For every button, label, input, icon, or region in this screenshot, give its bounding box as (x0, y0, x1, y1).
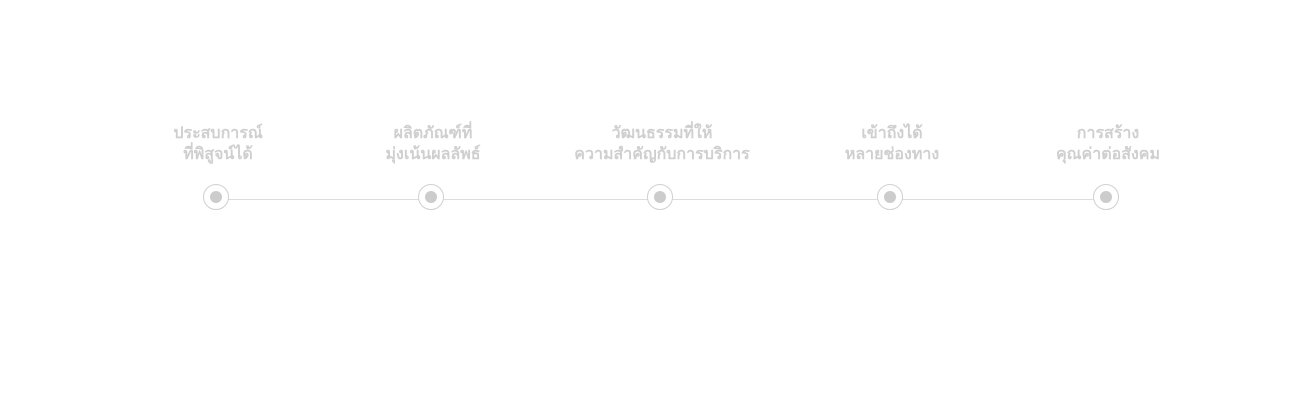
step-label-line-1: ประสบการณ์ (173, 123, 263, 142)
node-dot-icon (425, 191, 437, 203)
timeline-node[interactable] (203, 184, 229, 210)
timeline-step-1: ประสบการณ์ ที่พิสูจน์ได้ (98, 0, 338, 230)
timeline-node[interactable] (418, 184, 444, 210)
step-label-line-2: ที่พิสูจน์ได้ (183, 144, 253, 163)
step-label-line-1: เข้าถึงได้ (861, 123, 923, 142)
timeline-step-5: การสร้าง คุณค่าต่อสังคม (988, 0, 1228, 230)
timeline-node[interactable] (647, 184, 673, 210)
step-label-line-2: คุณค่าต่อสังคม (1055, 144, 1161, 163)
node-dot-icon (210, 191, 222, 203)
node-dot-icon (1100, 191, 1112, 203)
timeline-step-2: ผลิตภัณฑ์ที่ มุ่งเน้นผลลัพธ์ (313, 0, 553, 230)
node-dot-icon (654, 191, 666, 203)
timeline-node[interactable] (877, 184, 903, 210)
step-label-line-2: มุ่งเน้นผลลัพธ์ (385, 144, 481, 163)
step-label: เข้าถึงได้ หลายช่องทาง (772, 122, 1012, 164)
timeline-node[interactable] (1093, 184, 1119, 210)
timeline-step-4: เข้าถึงได้ หลายช่องทาง (772, 0, 1012, 230)
step-label: การสร้าง คุณค่าต่อสังคม (988, 122, 1228, 164)
step-label: ผลิตภัณฑ์ที่ มุ่งเน้นผลลัพธ์ (313, 122, 553, 164)
node-dot-icon (884, 191, 896, 203)
step-label: ประสบการณ์ ที่พิสูจน์ได้ (98, 122, 338, 164)
step-label-line-2: หลายช่องทาง (844, 144, 940, 163)
step-label-line-1: วัฒนธรรมที่ให้ (611, 123, 713, 142)
step-label-line-1: ผลิตภัณฑ์ที่ (393, 123, 473, 142)
step-label-line-1: การสร้าง (1076, 123, 1140, 142)
step-label-line-2: ความสำคัญกับการบริการ (574, 144, 750, 163)
timeline-step-3: วัฒนธรรมที่ให้ ความสำคัญกับการบริการ (542, 0, 782, 230)
step-label: วัฒนธรรมที่ให้ ความสำคัญกับการบริการ (542, 122, 782, 164)
